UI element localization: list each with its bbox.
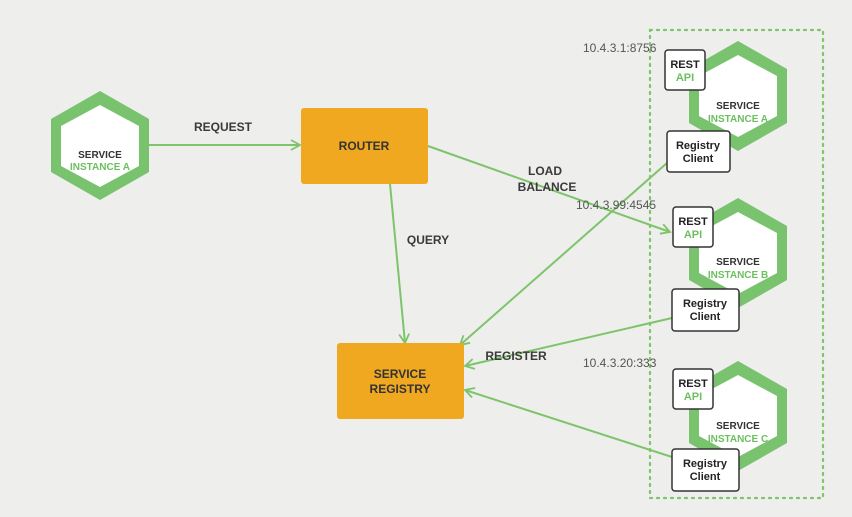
instance-a-address: 10.4.3.1:8756 [583, 41, 657, 55]
instance-a-client-line2: Client [683, 153, 714, 165]
instance-b-label-line1: SERVICE [716, 257, 760, 268]
instance-c-rest: REST [678, 378, 708, 390]
register-label: REGISTER [485, 349, 547, 363]
instance-a-label-line2: INSTANCE A [708, 114, 768, 125]
register-edge-c [463, 387, 673, 458]
registry-label-line1: SERVICE [374, 367, 426, 381]
instance-c-api: API [684, 391, 702, 403]
service-registry: SERVICE REGISTRY [337, 343, 464, 419]
query-label: QUERY [407, 233, 449, 247]
client-service-instance: SERVICE INSTANCE A [51, 91, 149, 200]
query-edge [389, 183, 410, 345]
client-label-line1: SERVICE [78, 150, 122, 161]
register-edge-b [463, 317, 673, 370]
instance-b-client-line1: Registry [683, 298, 728, 310]
load-label-line2: BALANCE [518, 180, 577, 194]
router-label: ROUTER [339, 139, 390, 153]
service-instance-b: 10.4.3.99:4545 SERVICE INSTANCE B REST A… [576, 198, 787, 332]
connections [148, 139, 673, 458]
instance-a-client-line1: Registry [676, 140, 721, 152]
instance-a-rest: REST [670, 59, 700, 71]
load-balance-edge [427, 145, 672, 235]
registry-label-line2: REGISTRY [370, 382, 431, 396]
instance-c-client-line2: Client [690, 471, 721, 483]
instance-a-label-line1: SERVICE [716, 101, 760, 112]
instance-c-label-line1: SERVICE [716, 421, 760, 432]
service-instance-c: 10.4.3.20:333 SERVICE INSTANCE C REST AP… [583, 356, 787, 492]
load-label-line1: LOAD [528, 164, 562, 178]
instance-c-address: 10.4.3.20:333 [583, 356, 657, 370]
instance-a-api: API [676, 72, 694, 84]
instance-b-api: API [684, 229, 702, 241]
service-instance-a: 10.4.3.1:8756 SERVICE INSTANCE A REST AP… [583, 41, 787, 173]
instance-c-label-line2: INSTANCE C [708, 434, 768, 445]
instance-b-rest: REST [678, 216, 708, 228]
instance-b-label-line2: INSTANCE B [708, 270, 768, 281]
instance-c-client-line1: Registry [683, 458, 728, 470]
instance-b-address: 10.4.3.99:4545 [576, 198, 656, 212]
instance-b-client-line2: Client [690, 311, 721, 323]
client-label-line2: INSTANCE A [70, 162, 130, 173]
register-edge-a [458, 162, 668, 347]
service-instances-group [648, 28, 825, 500]
request-label: REQUEST [194, 120, 253, 134]
router: ROUTER [301, 108, 428, 184]
